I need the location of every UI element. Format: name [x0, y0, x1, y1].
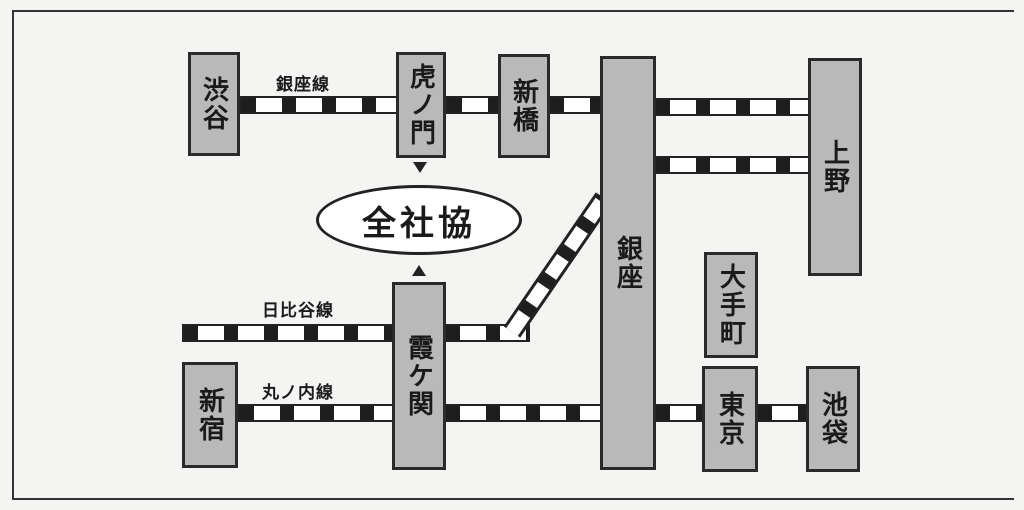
station-shinbashi: 新橋	[498, 54, 550, 158]
hibiya-line-label: 日比谷線	[262, 301, 334, 321]
marunouchi-line-label: 丸ノ内線	[262, 383, 334, 403]
marunouchi-line-track-west	[238, 404, 400, 422]
station-ueno: 上野	[808, 58, 862, 276]
station-otemachi: 大手町	[704, 252, 758, 358]
arrow-up-icon	[412, 265, 426, 276]
station-shinjuku: 新宿	[182, 362, 238, 468]
station-ikebukuro: 池袋	[806, 366, 860, 472]
station-ginza: 銀座	[600, 56, 656, 470]
station-toranomon: 虎ノ門	[396, 52, 446, 158]
destination-label: 全社協	[316, 185, 522, 255]
map-frame	[12, 10, 1014, 500]
arrow-down-icon	[413, 162, 427, 173]
ginza-line-label: 銀座線	[276, 75, 330, 95]
marunouchi-line-track-mid	[444, 404, 608, 422]
station-shibuya: 渋谷	[188, 52, 240, 156]
station-tokyo: 東京	[702, 366, 758, 472]
station-kasumigaseki: 霞ケ関	[392, 282, 446, 470]
marunouchi-line-track-east	[654, 404, 708, 422]
